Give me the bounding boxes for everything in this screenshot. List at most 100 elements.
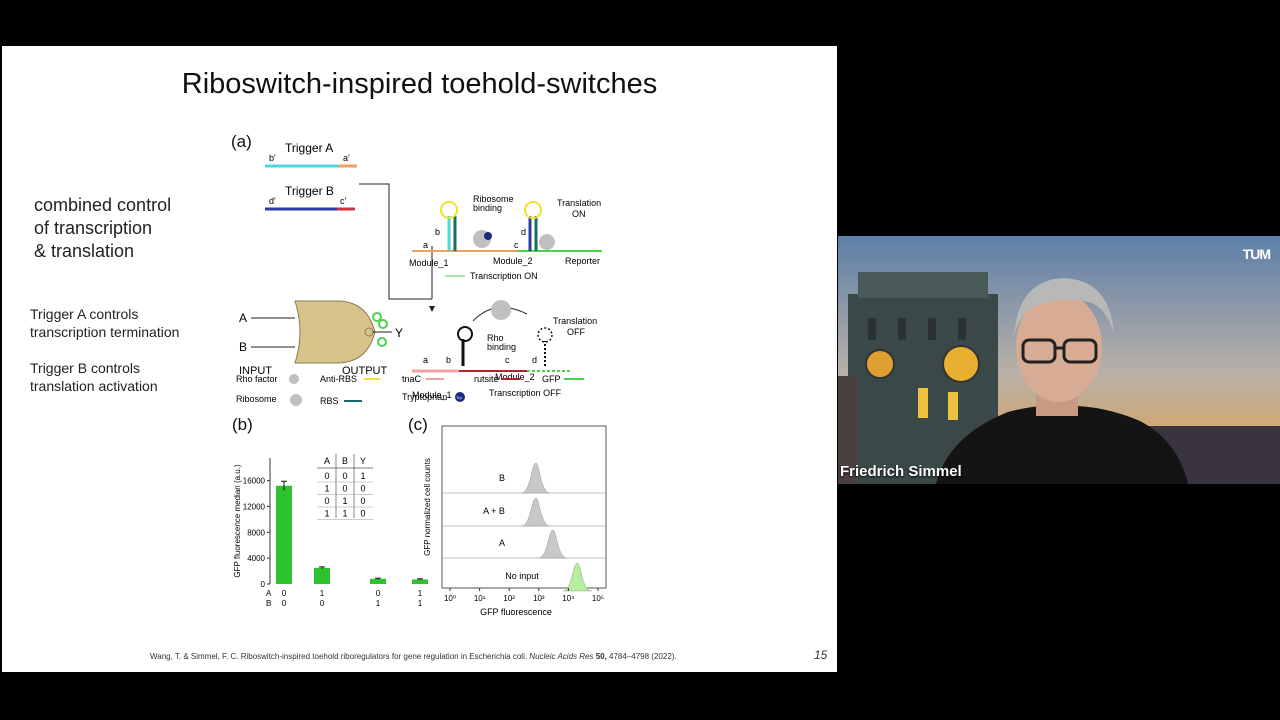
panel-a-label: (a): [231, 132, 252, 151]
note-line: translation activation: [30, 378, 158, 394]
series-label: No input: [505, 571, 539, 581]
main-point: combined control of transcription & tran…: [34, 194, 214, 263]
y-tick-label: 16000: [243, 477, 266, 486]
svg-text:b: b: [446, 355, 451, 365]
transcription-on-label: Transcription ON: [470, 271, 538, 281]
legend-anti-rbs: Anti-RBS: [320, 374, 357, 384]
legend-rutsite: rutsite: [474, 374, 499, 384]
clock-face: [942, 345, 980, 383]
module-2-label-bottom: Module_2: [495, 372, 535, 382]
category-b-value: 0: [320, 599, 325, 608]
histogram-peak: [538, 529, 568, 559]
clock-face: [865, 349, 895, 379]
category-b-value: 1: [376, 599, 381, 608]
module-2-label: Module_2: [493, 256, 533, 266]
truth-table-cell: 1: [324, 509, 329, 519]
figure-a-diagram: Trigger A b' a' Trigger B d' c' A B Y IN…: [239, 141, 602, 400]
logic-gate-shape: [294, 300, 376, 364]
slide-title: Riboswitch-inspired toehold-switches: [181, 68, 658, 100]
svg-text:Trp: Trp: [456, 395, 463, 400]
reporter-label: Reporter: [565, 256, 600, 266]
presentation-slide: Riboswitch-inspired toehold-switches com…: [2, 46, 837, 672]
x-tick-label: 10²: [503, 594, 515, 603]
truth-table-cell: 0: [360, 509, 365, 519]
legend-tnac: tnaC: [402, 374, 422, 384]
truth-table-header: B: [342, 456, 348, 466]
speaker: [936, 278, 1188, 484]
truth-table-cell: 1: [342, 496, 347, 506]
hairpin-loop: [440, 201, 458, 219]
y-axis-label: GFP normalized cell counts: [423, 458, 432, 556]
legend-rbs: RBS: [320, 396, 339, 406]
truth-table-cell: 1: [360, 471, 365, 481]
truth-table-cell: 0: [360, 484, 365, 494]
note-trigger-a: Trigger A controls transcription termina…: [30, 305, 210, 341]
gate-input-b: B: [239, 340, 247, 354]
svg-text:ON: ON: [572, 209, 586, 219]
y-tick-label: 8000: [247, 528, 265, 537]
y-tick-label: 4000: [247, 554, 265, 563]
row-label-a: A: [266, 589, 272, 598]
y-tick-label: 0: [261, 580, 266, 589]
category-a-value: 0: [282, 589, 287, 598]
histogram-peak: [521, 497, 551, 527]
x-tick-label: 10⁵: [592, 594, 604, 603]
truth-table-header: A: [324, 456, 330, 466]
truth-table-header: Y: [360, 456, 366, 466]
svg-text:a: a: [423, 240, 428, 250]
tum-logo: TUM: [1242, 246, 1271, 262]
legend-rho: Rho factor: [236, 374, 278, 384]
note-line: Trigger A controls: [30, 306, 139, 322]
legend-gfp: GFP: [542, 374, 561, 384]
arrowhead: [429, 306, 435, 312]
speaker-video: TUM Friedrich Simmel: [838, 236, 1280, 484]
legend-ribosome: Ribosome: [236, 394, 277, 404]
seg-label: a': [343, 153, 350, 163]
bar: [412, 579, 428, 584]
plot-frame: [441, 425, 607, 589]
category-b-value: 1: [418, 599, 423, 608]
row-label-b: B: [266, 599, 271, 608]
svg-text:a: a: [423, 355, 428, 365]
translation-on-label: Translation: [557, 198, 601, 208]
y-tick-label: 12000: [243, 502, 266, 511]
category-a-value: 1: [320, 589, 325, 598]
seg-label: c': [340, 196, 347, 206]
module-1-label-bottom: Module_1: [412, 390, 452, 400]
truth-table-cell: 0: [360, 496, 365, 506]
svg-text:c: c: [514, 240, 519, 250]
figure-a-legend: Rho factor Anti-RBS tnaC rutsite GFP Rib…: [236, 374, 584, 406]
trigger-b-label: Trigger B: [285, 184, 334, 198]
gate-input-a: A: [239, 311, 247, 325]
gfp-icon: [377, 337, 387, 347]
main-point-line: combined control: [34, 195, 172, 215]
main-point-line: of transcription: [34, 218, 153, 238]
note-line: transcription termination: [30, 324, 180, 340]
note-line: Trigger B controls: [30, 360, 140, 376]
panel-b-label: (b): [232, 415, 253, 434]
gate-output-y: Y: [395, 326, 403, 340]
tryptophan-icon: [484, 232, 492, 240]
truth-table-cell: 1: [342, 509, 347, 519]
page-number: 15: [814, 648, 828, 662]
gfp-icon: [378, 319, 388, 329]
y-axis-label: GFP fluorescence median (a.u.): [233, 464, 242, 578]
histogram-peak: [562, 562, 592, 592]
trigger-a-label: Trigger A: [285, 141, 333, 155]
x-tick-label: 10⁴: [562, 594, 575, 603]
series-label: A + B: [483, 506, 505, 516]
x-axis-label: GFP fluorescence: [480, 607, 552, 617]
speaker-name: Friedrich Simmel: [840, 463, 962, 480]
category-a-value: 0: [376, 589, 381, 598]
connector-line: [359, 183, 433, 300]
citation: Wang, T. & Simmel, F. C. Riboswitch-insp…: [150, 652, 677, 661]
category-a-value: 1: [418, 589, 423, 598]
rho-binding-label: Rho: [487, 333, 504, 343]
truth-table-cell: 0: [324, 471, 329, 481]
translation-off-label: Translation: [553, 316, 597, 326]
legend-tryptophan: Tryptophan: [402, 392, 447, 402]
bar: [276, 485, 292, 584]
